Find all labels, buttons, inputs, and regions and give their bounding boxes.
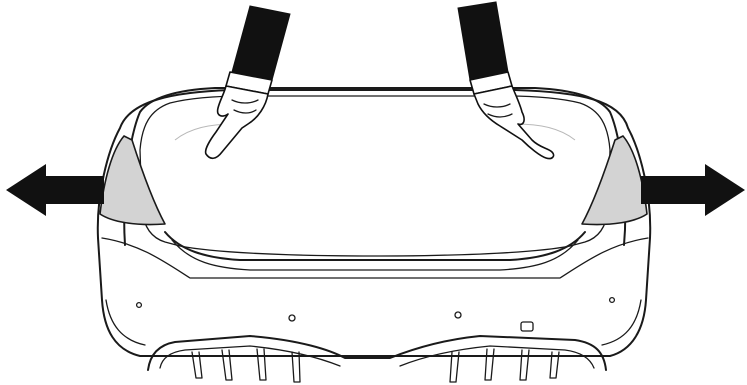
car-rear [98, 88, 650, 382]
rear-diffuser [148, 336, 606, 370]
pointing-hand-icon [458, 2, 554, 159]
body-outline [98, 90, 650, 356]
diffuser-fins [192, 349, 559, 382]
diffuser-fin [257, 349, 266, 380]
trunk-shut-line-inner [172, 240, 578, 270]
left-sleeve [232, 6, 290, 80]
left-tail-lamp [100, 136, 165, 225]
parking-sensor [455, 312, 461, 318]
trunk-lid-outline [124, 88, 625, 245]
right-sleeve [458, 2, 508, 80]
parking-sensor [610, 298, 615, 303]
trunk-lid-panel [140, 96, 610, 256]
tow-hook-cover [521, 322, 533, 331]
bumper-crease [102, 238, 648, 278]
arrow-right-icon [641, 164, 745, 216]
lower-bumper-line [106, 300, 641, 345]
diffuser-fin [520, 350, 529, 380]
parking-sensor [137, 303, 142, 308]
arrow-left-icon [6, 164, 104, 216]
diffuser-fin [485, 349, 494, 380]
diffuser-fin [222, 350, 232, 380]
pointing-hand-icon [206, 6, 290, 158]
parking-sensor [289, 315, 295, 321]
